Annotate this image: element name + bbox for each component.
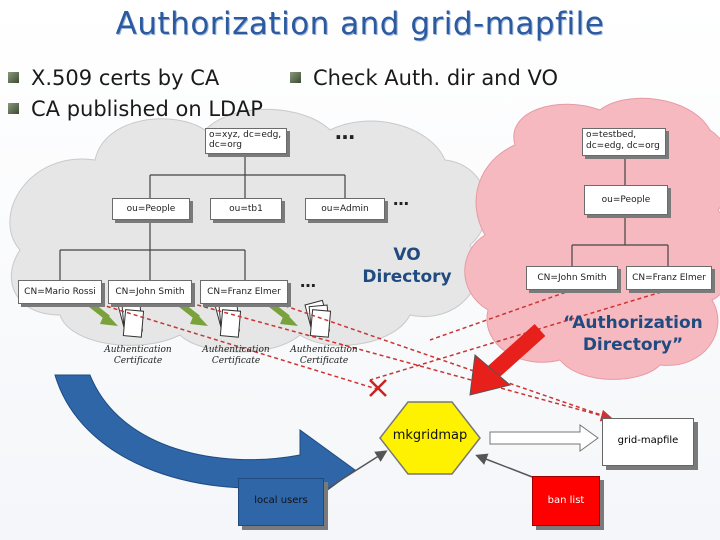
- bullet-icon: [290, 72, 301, 83]
- vo-ou-admin-node: ou=Admin: [305, 198, 385, 220]
- vo-ou-people-node: ou=People: [112, 198, 190, 220]
- slide-title: Authorization and grid-mapfile: [115, 6, 605, 42]
- ellipsis-ou: …: [393, 190, 411, 209]
- auth-root-node: o=testbed, dc=edg, dc=org: [582, 128, 666, 156]
- auth-ou-people-node: ou=People: [584, 185, 668, 215]
- vo-root-node: o=xyz, dc=edg, dc=org: [205, 128, 287, 154]
- local-users-arrow: [324, 450, 388, 491]
- bullet-check-text: Check Auth. dir and VO: [313, 66, 559, 90]
- bullet-certs: X.509 certs by CA: [8, 66, 219, 90]
- ban-list-box: ban list: [532, 476, 600, 526]
- reject-mark: [369, 379, 387, 397]
- bullet-certs-text: X.509 certs by CA: [31, 66, 220, 90]
- ellipsis-people: …: [300, 272, 318, 291]
- bullet-ldap-text: CA published on LDAP: [31, 97, 263, 121]
- auth-tree-lines: [571, 155, 669, 268]
- grid-mapfile-box: grid-mapfile: [602, 418, 694, 466]
- auth-person-franz-elmer: CN=Franz Elmer: [626, 266, 712, 290]
- dashed-flow-lines: [59, 289, 669, 422]
- auth-directory-label: “Authorization Directory”: [563, 313, 703, 355]
- vo-directory-label: VO Directory: [362, 245, 452, 287]
- ellipsis-root: …: [335, 120, 357, 144]
- vo-person-mario-rossi: CN=Mario Rossi: [18, 280, 102, 304]
- auth-person-john-smith: CN=John Smith: [526, 266, 618, 290]
- ban-list-arrow: [475, 453, 541, 481]
- mkgridmap-label: mkgridmap: [392, 428, 468, 443]
- vo-person-john-smith: CN=John Smith: [108, 280, 192, 304]
- mkgridmap-hexagon: [379, 401, 481, 475]
- bullet-icon: [8, 103, 19, 114]
- cert-label-1: Authentication Certificate: [104, 345, 172, 366]
- local-users-box: local users: [238, 478, 324, 526]
- bullet-check: Check Auth. dir and VO: [290, 66, 558, 90]
- red-arrow: [469, 324, 546, 396]
- cert-label-3: Authentication Certificate: [290, 345, 358, 366]
- auth-cloud: [464, 97, 720, 380]
- vo-ou-tb1-node: ou=tb1: [210, 198, 282, 220]
- bullet-ldap: CA published on LDAP: [8, 97, 263, 121]
- cert-label-2: Authentication Certificate: [202, 345, 270, 366]
- vo-person-franz-elmer: CN=Franz Elmer: [200, 280, 288, 304]
- output-arrow: [489, 424, 599, 452]
- bullet-icon: [8, 72, 19, 83]
- vo-tree-lines: [59, 152, 346, 280]
